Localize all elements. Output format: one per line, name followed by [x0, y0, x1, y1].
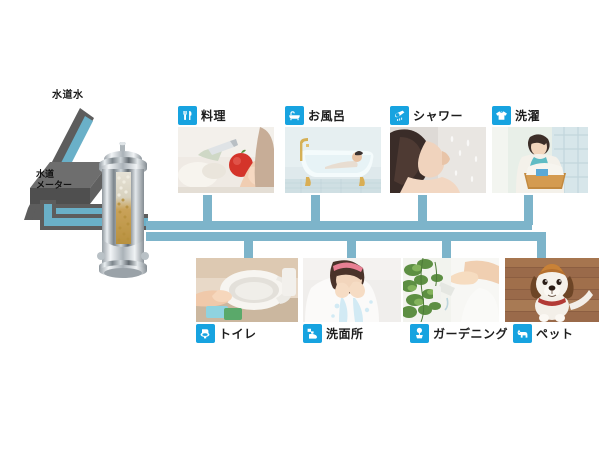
photo-toilet — [196, 258, 298, 322]
label-bath: お風呂 — [285, 106, 346, 125]
water-meter-label-line1: 水道 — [36, 170, 55, 180]
photo-gardening — [403, 258, 499, 322]
water-meter-label: 水道 メーター — [36, 170, 72, 192]
tshirt-icon — [492, 106, 511, 125]
water-purifier-unit — [97, 142, 149, 278]
fork-knife-icon — [178, 106, 197, 125]
bathtub-icon — [285, 106, 304, 125]
label-washstand: 洗面所 — [303, 324, 364, 343]
toilet-icon — [196, 324, 215, 343]
label-gardening-text: ガーデニング — [433, 327, 509, 341]
label-shower-text: シャワー — [413, 109, 464, 123]
main-trunk-upper — [146, 221, 532, 230]
showerhead-icon — [390, 106, 409, 125]
photo-shower — [390, 127, 486, 193]
label-bath-text: お風呂 — [308, 109, 346, 123]
label-toilet: トイレ — [196, 324, 257, 343]
label-washstand-text: 洗面所 — [326, 327, 364, 341]
label-toilet-text: トイレ — [219, 327, 257, 341]
photo-cooking — [178, 127, 274, 193]
drop-pet — [537, 236, 546, 260]
source-water-label: 水道水 — [52, 90, 84, 101]
photo-laundry — [492, 127, 588, 193]
label-pet: ペット — [513, 324, 574, 343]
label-shower: シャワー — [390, 106, 463, 125]
label-cooking-text: 料理 — [201, 109, 227, 123]
photo-bath — [285, 127, 381, 193]
drop-washstand — [347, 236, 356, 260]
photo-washstand — [303, 258, 401, 322]
label-gardening: ガーデニング — [410, 324, 508, 343]
drop-gardening — [442, 236, 451, 260]
label-laundry: 洗濯 — [492, 106, 540, 125]
riser-laundry — [524, 195, 533, 225]
label-laundry-text: 洗濯 — [515, 109, 541, 123]
riser-shower — [418, 195, 427, 225]
main-trunk-lower — [146, 232, 546, 241]
photo-pet — [505, 258, 599, 322]
potted-plant-icon — [410, 324, 429, 343]
label-pet-text: ペット — [536, 327, 574, 341]
riser-cooking — [203, 195, 212, 225]
drop-toilet — [244, 236, 253, 260]
riser-bath — [311, 195, 320, 225]
dog-icon — [513, 324, 532, 343]
faucet-hand-icon — [303, 324, 322, 343]
water-meter-label-line2: メーター — [36, 181, 73, 191]
label-cooking: 料理 — [178, 106, 226, 125]
